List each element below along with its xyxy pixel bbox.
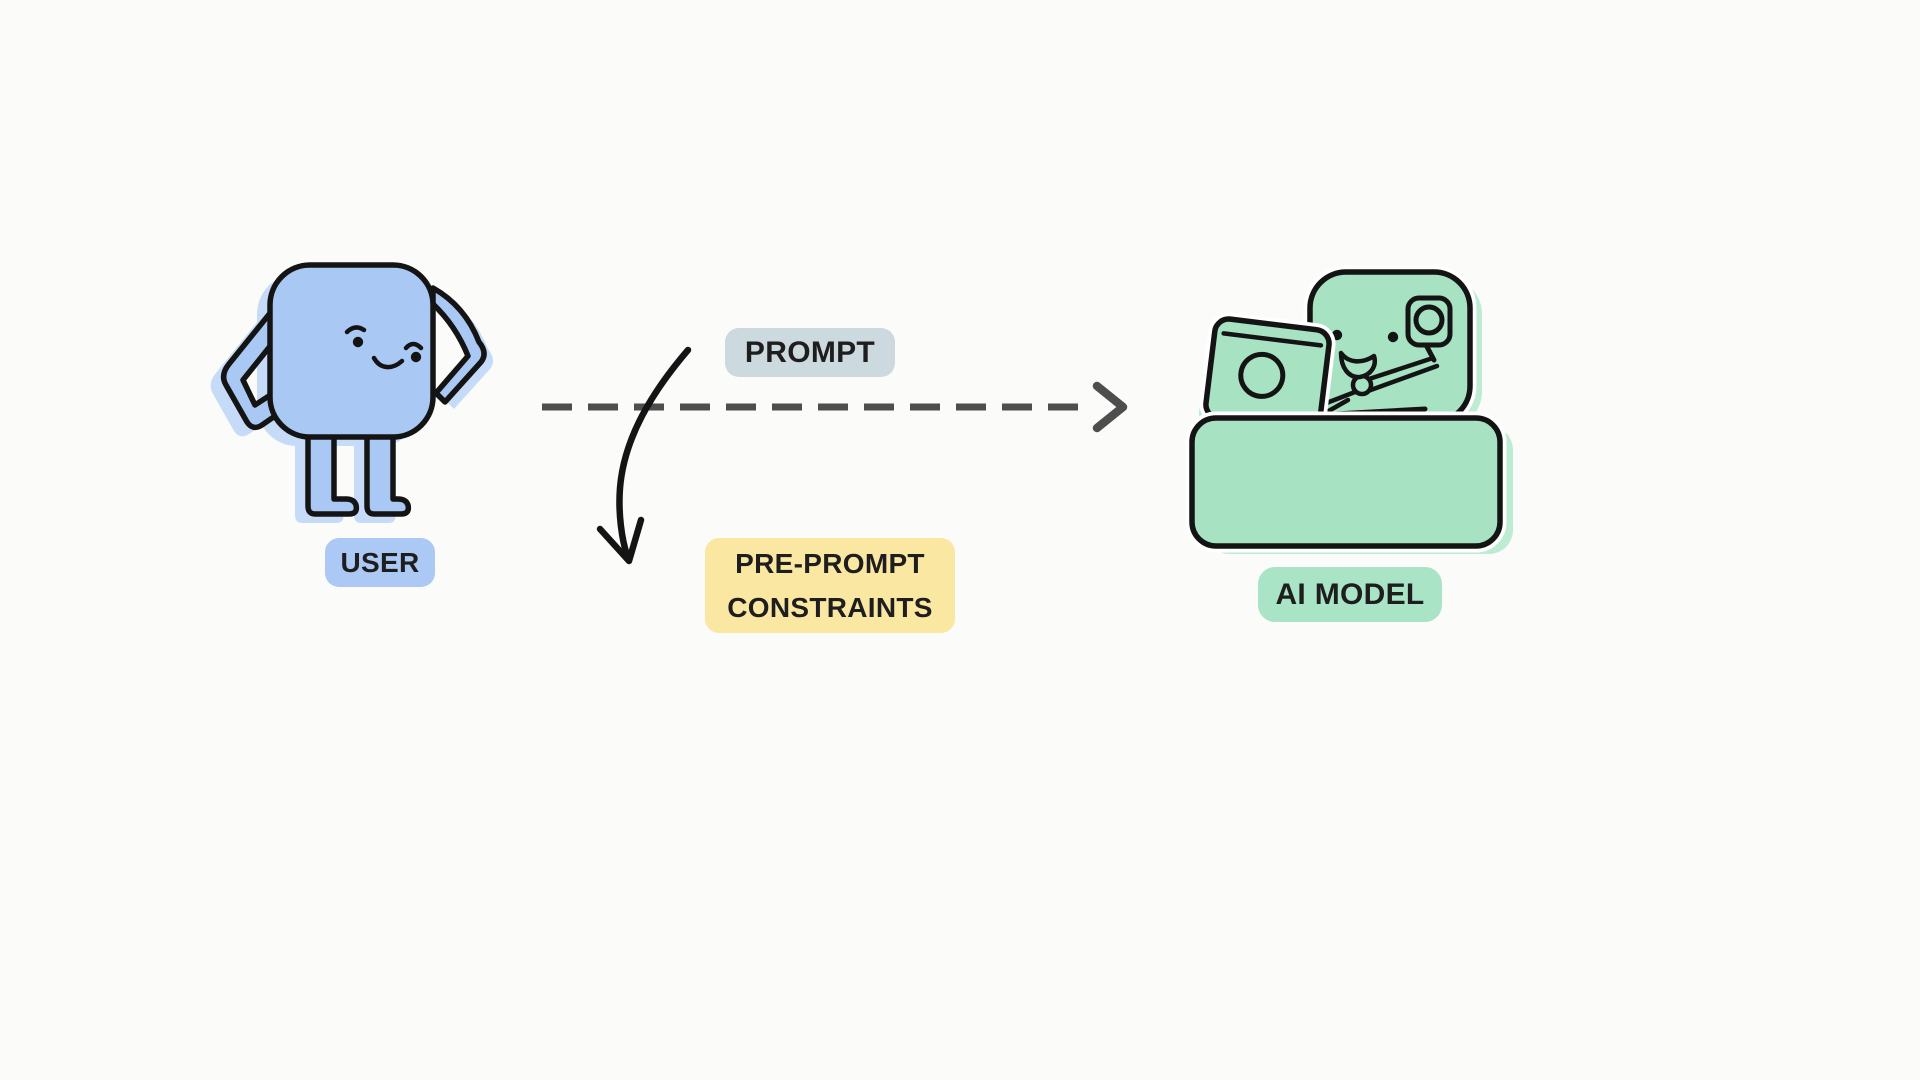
user-body xyxy=(267,262,436,440)
user-right-leg xyxy=(364,429,412,517)
user-frown-mouth xyxy=(371,355,405,370)
arrowhead-down-icon xyxy=(596,516,645,565)
ai-desk xyxy=(1189,415,1503,549)
prompt-label: PROMPT xyxy=(725,328,895,377)
curved-line xyxy=(616,346,692,559)
user-left-eye xyxy=(352,336,364,348)
user-face xyxy=(344,325,424,370)
constraints-line-1: PRE-PROMPT xyxy=(735,547,925,579)
user-left-leg xyxy=(305,429,360,517)
ai-face xyxy=(1331,329,1399,380)
user-character-illustration xyxy=(210,262,494,523)
constraints-line-2: CONSTRAINTS xyxy=(727,591,933,623)
ai-right-eye xyxy=(1387,331,1399,343)
user-left-eyebrow xyxy=(344,325,367,335)
laptop-logo xyxy=(1238,351,1286,399)
ai-model-illustration xyxy=(1185,265,1513,554)
constraints-arrow xyxy=(596,346,692,565)
arrowhead-right-icon xyxy=(1092,381,1128,433)
user-label: USER xyxy=(325,538,435,587)
ai-smile-mouth xyxy=(1338,350,1377,380)
pre-prompt-constraints-label: PRE-PROMPT CONSTRAINTS xyxy=(705,538,955,633)
user-right-eye xyxy=(410,351,422,363)
user-right-arm xyxy=(430,285,487,405)
user-right-eyebrow xyxy=(403,341,424,351)
laptop-icon xyxy=(1199,312,1336,436)
ai-model-label: AI MODEL xyxy=(1258,567,1442,622)
camera-lens-icon xyxy=(1413,304,1445,336)
prompt-arrow xyxy=(542,381,1128,433)
